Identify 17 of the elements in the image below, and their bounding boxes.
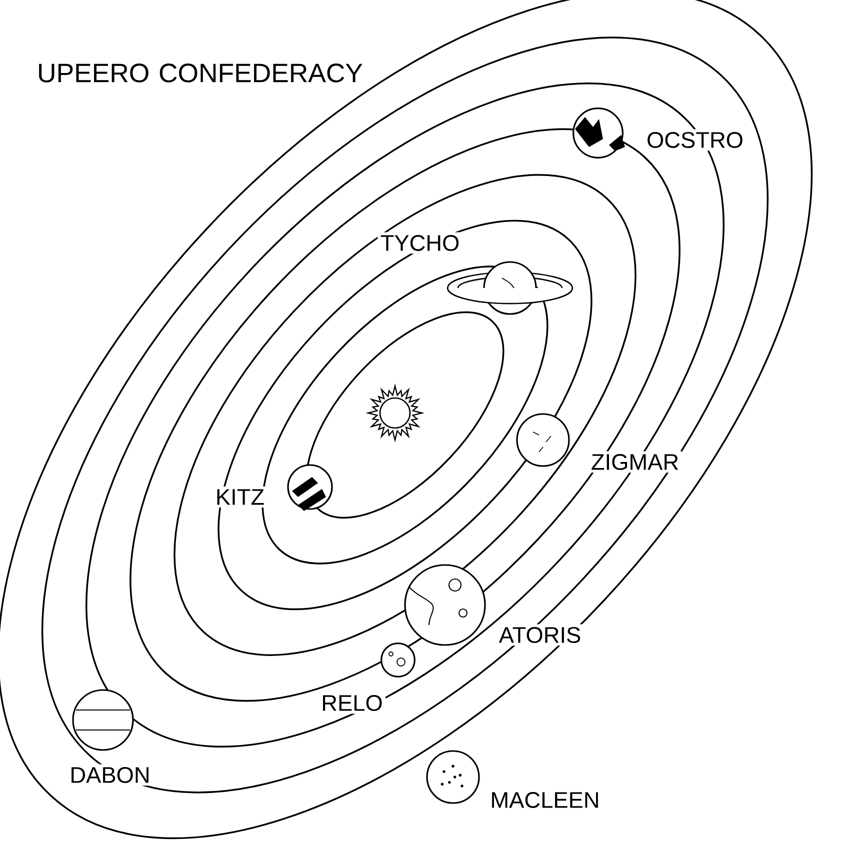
planet-drawing — [287, 464, 333, 511]
planet-drawing — [380, 642, 416, 678]
planet-label: RELO — [318, 692, 386, 714]
planet-label: ATORIS — [496, 624, 584, 646]
planet-label: ZIGMAR — [588, 451, 682, 473]
planet-label: OCSTRO — [644, 129, 746, 151]
planet-drawing — [572, 108, 625, 158]
planet-drawing — [404, 564, 486, 646]
planet-label: KITZ — [212, 486, 268, 508]
planet-drawing — [426, 750, 480, 804]
planet-label: TYCHO — [378, 232, 462, 254]
planet-label: MACLEEN — [488, 789, 602, 811]
planet-drawing — [516, 413, 570, 467]
title: UPEERO CONFEDERACY — [39, 64, 362, 82]
planet-drawing — [72, 689, 134, 751]
planet-drawing — [446, 261, 574, 315]
planet-label: DABON — [67, 764, 153, 786]
